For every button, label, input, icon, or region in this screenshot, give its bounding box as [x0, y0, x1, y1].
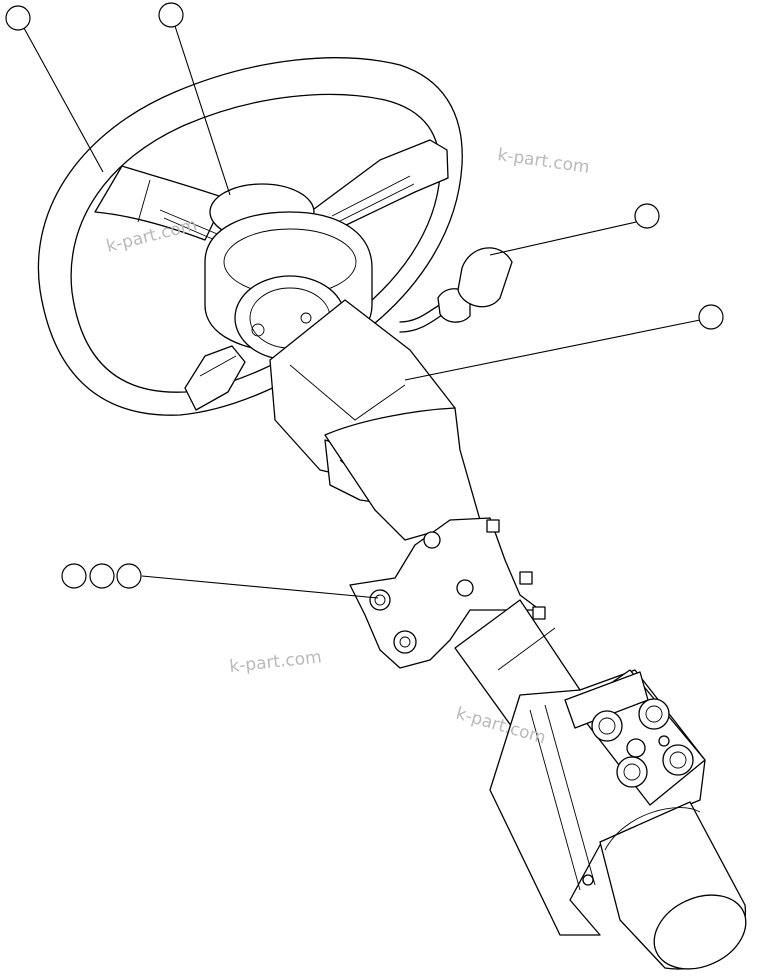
watermark-top-right: k-part.com: [496, 145, 590, 178]
callout-2: [158, 2, 184, 28]
callout-6: [89, 563, 115, 589]
callout-4: [698, 304, 724, 330]
callout-3: [634, 203, 660, 229]
mounting-bracket: [349, 517, 546, 669]
control-lever: [399, 247, 513, 333]
steering-valve: [489, 669, 747, 970]
leader-lines: [23, 25, 701, 599]
watermark-middle: k-part.com: [228, 647, 322, 677]
callout-7: [116, 563, 142, 589]
steering-hub: [204, 183, 373, 361]
callout-5: [61, 563, 87, 589]
callout-1: [5, 5, 31, 31]
steering-wheel: [37, 57, 463, 416]
upper-column: [269, 299, 481, 541]
